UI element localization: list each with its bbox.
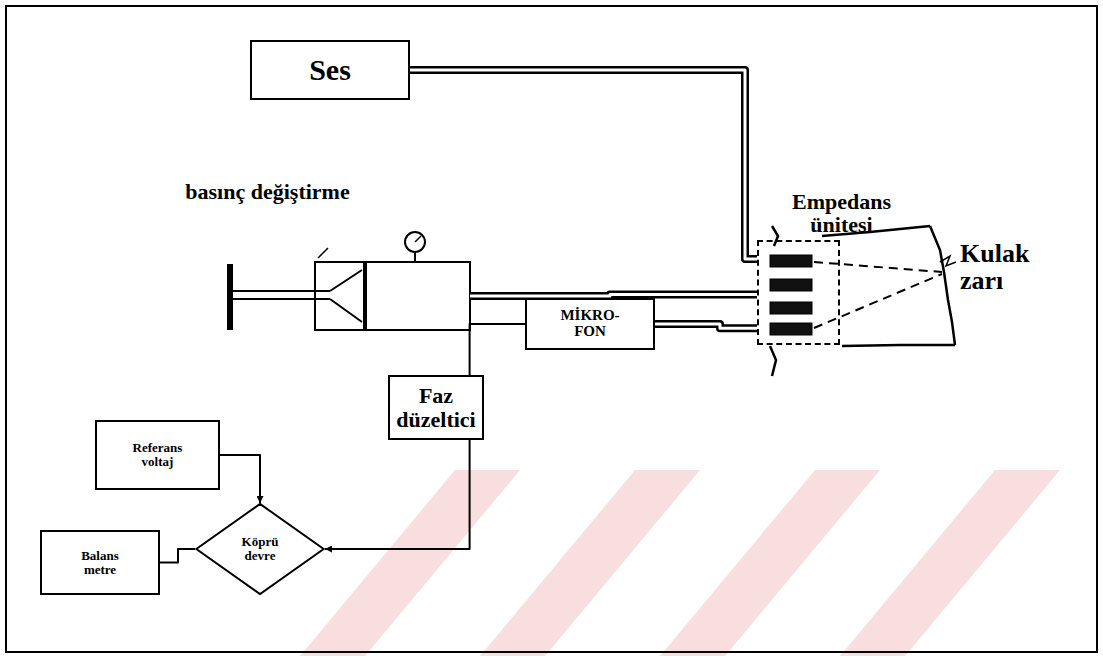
ear-canal	[770, 226, 956, 376]
sound-path	[814, 262, 942, 328]
connector-line	[655, 324, 757, 328]
phase-corrector-box: Faz düzeltici	[388, 375, 484, 440]
tube-connector	[655, 324, 757, 328]
node-text: Empedans ünitesi	[792, 190, 891, 236]
syringe-pump	[230, 232, 470, 330]
node-text: MİKRO- FON	[560, 308, 619, 340]
node-text: Balans metre	[81, 549, 119, 576]
pressure-pump: basınç değiştirme	[180, 180, 470, 335]
reference-voltage-box: Referans voltaj	[95, 420, 220, 490]
eardrum-label: Kulak zarı	[960, 240, 1029, 295]
balance-meter-box: Balans metre	[40, 530, 160, 595]
node-text: Faz düzeltici	[396, 384, 475, 430]
node-text: Ses	[309, 54, 351, 86]
impedance-unit: Empedans ünitesi	[757, 240, 840, 345]
diamond-shape	[196, 504, 323, 594]
connector-line	[160, 549, 195, 563]
connector-line	[470, 295, 757, 296]
tube-bore	[470, 295, 757, 296]
connector-line	[410, 70, 757, 259]
signal-connector	[325, 440, 470, 549]
node-text: Köprü devre	[242, 535, 279, 562]
sound-source-box: Ses	[250, 40, 410, 100]
tube-connector	[410, 70, 757, 259]
node-text: basınç değiştirme	[180, 180, 355, 203]
microphone-box: MİKRO- FON	[525, 298, 655, 350]
tube-bore	[410, 70, 757, 259]
signal-connector	[160, 549, 195, 563]
tube-bore	[655, 324, 757, 328]
signal-connector	[470, 324, 525, 375]
outer-frame	[6, 6, 1097, 652]
watermark-stripes	[300, 470, 1060, 656]
tube-connector	[470, 295, 757, 296]
bridge-diamond: Köprü devre	[195, 503, 325, 595]
probe-ports	[770, 255, 812, 335]
node-text: Referans voltaj	[133, 441, 183, 468]
signal-connector	[220, 455, 260, 503]
connector-line	[325, 440, 470, 549]
connector-line	[470, 324, 525, 375]
connector-line	[220, 455, 260, 503]
pump-body-area	[225, 262, 470, 330]
